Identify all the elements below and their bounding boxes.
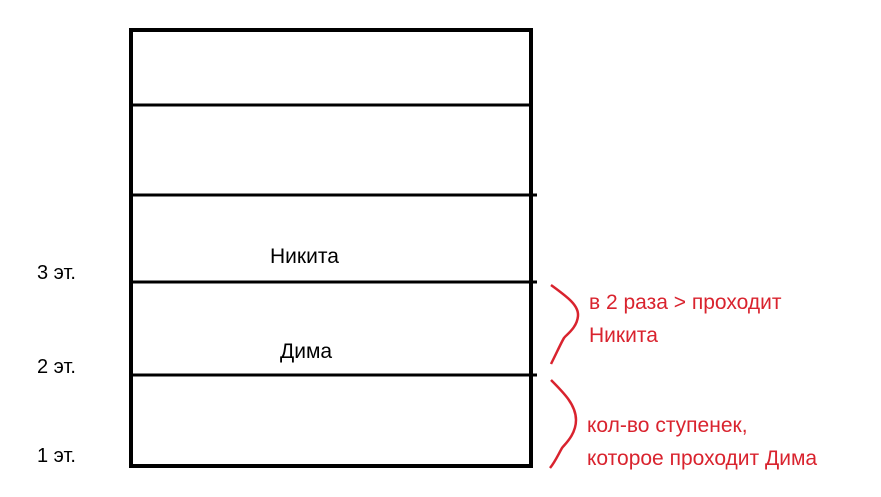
floor-label-3: 3 эт. — [37, 262, 76, 284]
person-label-nikita: Никита — [270, 245, 339, 268]
annotation-upper-line2: Никита — [589, 324, 658, 347]
annotation-upper-line1: в 2 раза > проходит — [589, 291, 782, 314]
brace-lower — [549, 379, 578, 469]
floor-label-1: 1 эт. — [37, 445, 76, 467]
annotation-lower-line1: кол-во ступенек, — [587, 414, 748, 437]
person-label-dima: Дима — [280, 340, 332, 363]
brace-upper — [549, 283, 580, 365]
floor-label-2: 2 эт. — [37, 356, 76, 378]
building-outline — [129, 28, 533, 468]
annotation-lower-line2: которое проходит Дима — [587, 447, 817, 470]
